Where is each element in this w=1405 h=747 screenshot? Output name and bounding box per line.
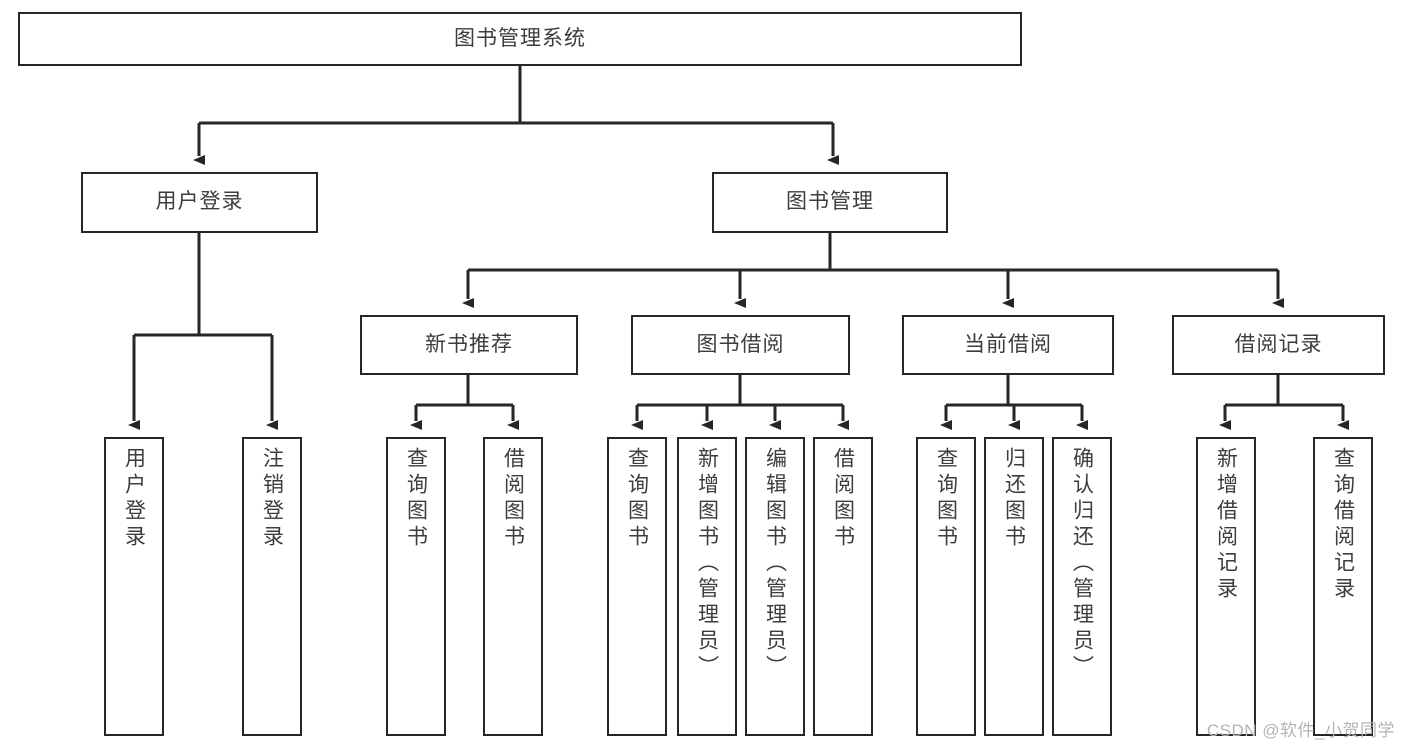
node-leaf-query-book-1[interactable]: 查询图书 [386,437,446,736]
node-book-manage-label: 图书管理 [786,190,874,214]
node-leaf-return-book-label: 归还图书 [1002,447,1026,551]
node-leaf-query-book-3[interactable]: 查询图书 [916,437,976,736]
edge-group-borrow-record [1219,375,1349,430]
node-new-book-recommend-label: 新书推荐 [425,332,513,356]
node-leaf-query-book-1-label: 查询图书 [404,447,428,551]
node-leaf-user-login-label: 用户登录 [122,447,146,551]
node-leaf-borrow-book-1-label: 借阅图书 [501,447,525,551]
node-leaf-confirm-return[interactable]: 确认归还（管理员） [1052,437,1112,736]
node-book-manage[interactable]: 图书管理 [712,172,948,233]
node-leaf-confirm-return-label: 确认归还（管理员） [1070,447,1094,681]
node-user-login-label: 用户登录 [155,190,244,214]
node-root-label: 图书管理系统 [454,26,586,50]
node-leaf-borrow-book-2[interactable]: 借阅图书 [813,437,873,736]
node-leaf-logout-login[interactable]: 注销登录 [242,437,302,736]
node-current-borrow-label: 当前借阅 [964,332,1052,356]
node-leaf-return-book[interactable]: 归还图书 [984,437,1044,736]
node-current-borrow[interactable]: 当前借阅 [902,315,1114,375]
node-user-login[interactable]: 用户登录 [81,172,318,233]
node-leaf-edit-book[interactable]: 编辑图书（管理员） [745,437,805,736]
node-book-borrow[interactable]: 图书借阅 [631,315,850,375]
node-leaf-query-record[interactable]: 查询借阅记录 [1313,437,1373,736]
edge-group-current-borrow [940,375,1088,430]
node-leaf-add-record-label: 新增借阅记录 [1214,447,1238,603]
node-leaf-query-book-3-label: 查询图书 [934,447,958,551]
node-leaf-logout-login-label: 注销登录 [260,447,284,551]
node-leaf-borrow-book-1[interactable]: 借阅图书 [483,437,543,736]
node-leaf-add-book[interactable]: 新增图书（管理员） [677,437,737,736]
node-leaf-query-record-label: 查询借阅记录 [1331,447,1355,603]
node-leaf-add-record[interactable]: 新增借阅记录 [1196,437,1256,736]
node-leaf-query-book-2-label: 查询图书 [625,447,649,551]
edge-group-user-login [128,233,278,430]
edge-group-new-book-recommend [410,375,519,430]
edge-group-root [193,66,839,165]
node-leaf-borrow-book-2-label: 借阅图书 [831,447,855,551]
node-book-borrow-label: 图书借阅 [696,332,785,356]
node-leaf-user-login[interactable]: 用户登录 [104,437,164,736]
node-leaf-edit-book-label: 编辑图书（管理员） [763,447,787,681]
node-new-book-recommend[interactable]: 新书推荐 [360,315,578,375]
edge-group-book-manage [462,233,1284,308]
node-borrow-record-label: 借阅记录 [1234,332,1323,356]
node-leaf-query-book-2[interactable]: 查询图书 [607,437,667,736]
node-leaf-add-book-label: 新增图书（管理员） [695,447,719,681]
watermark-text: CSDN @软件_小贺同学 [1206,721,1395,740]
node-borrow-record[interactable]: 借阅记录 [1172,315,1385,375]
node-root[interactable]: 图书管理系统 [18,12,1022,66]
edge-group-book-borrow [631,375,849,430]
